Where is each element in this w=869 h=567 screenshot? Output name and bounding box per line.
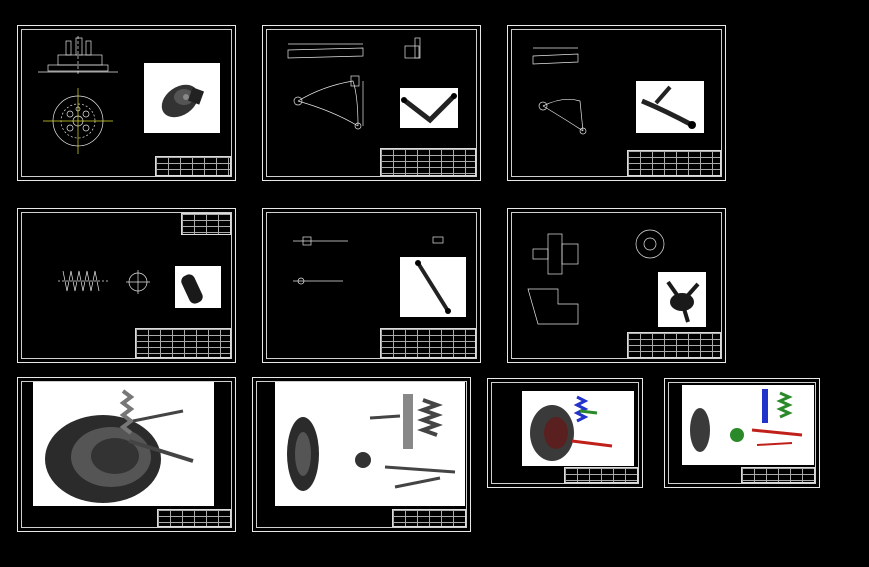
title-block xyxy=(380,328,476,358)
revision-table xyxy=(181,213,231,235)
hub-3d-render xyxy=(144,63,220,133)
title-block xyxy=(392,509,466,527)
hub-render-shape xyxy=(161,84,205,118)
title-block xyxy=(155,156,231,176)
spring-render-shape xyxy=(181,274,203,304)
color-exploded-render xyxy=(682,385,814,465)
title-block xyxy=(135,328,231,358)
title-block xyxy=(627,150,721,176)
lower-arm-render xyxy=(636,81,704,133)
upper-arm-render xyxy=(400,88,458,128)
assembly-render xyxy=(33,381,214,506)
title-block xyxy=(564,467,638,483)
color-exploded-shape xyxy=(690,389,803,452)
upper-arm-render-shape xyxy=(401,93,457,124)
drawing-sheet-hub[interactable] xyxy=(17,25,236,181)
tie-rod-views xyxy=(293,236,444,285)
color-assembly-shape xyxy=(530,395,613,461)
spring-render xyxy=(175,266,221,308)
drawing-sheet-color-exploded[interactable] xyxy=(664,378,820,488)
drawing-sheet-exploded[interactable] xyxy=(252,377,471,532)
hub-front-view xyxy=(38,36,118,154)
drawing-sheet-color-assembly[interactable] xyxy=(487,378,643,488)
title-block xyxy=(380,148,476,176)
exploded-parts xyxy=(287,394,456,491)
drawing-sheet-assembly-render[interactable] xyxy=(17,377,236,532)
upper-arm-views xyxy=(287,37,421,130)
drawing-sheet-tie-rod[interactable] xyxy=(262,208,481,363)
drawing-sheet-lower-arm[interactable] xyxy=(507,25,726,181)
lower-arm-render-shape xyxy=(641,85,696,129)
drawing-sheet-spring[interactable] xyxy=(17,208,236,363)
tie-rod-render-shape xyxy=(415,260,451,314)
title-block xyxy=(741,467,815,483)
color-assembly-render xyxy=(522,391,634,466)
wheel-suspension-render xyxy=(45,389,194,503)
lower-arm-views xyxy=(532,47,587,135)
knuckle-views xyxy=(527,229,665,325)
knuckle-render-shape xyxy=(666,280,700,323)
spring-views xyxy=(58,270,150,294)
tie-rod-render xyxy=(400,257,466,317)
drawing-sheet-upper-arm[interactable] xyxy=(262,25,481,181)
title-block xyxy=(157,509,231,527)
drawing-sheet-knuckle[interactable] xyxy=(507,208,726,363)
title-block xyxy=(627,332,721,358)
exploded-render xyxy=(275,382,465,506)
knuckle-render xyxy=(658,272,706,327)
